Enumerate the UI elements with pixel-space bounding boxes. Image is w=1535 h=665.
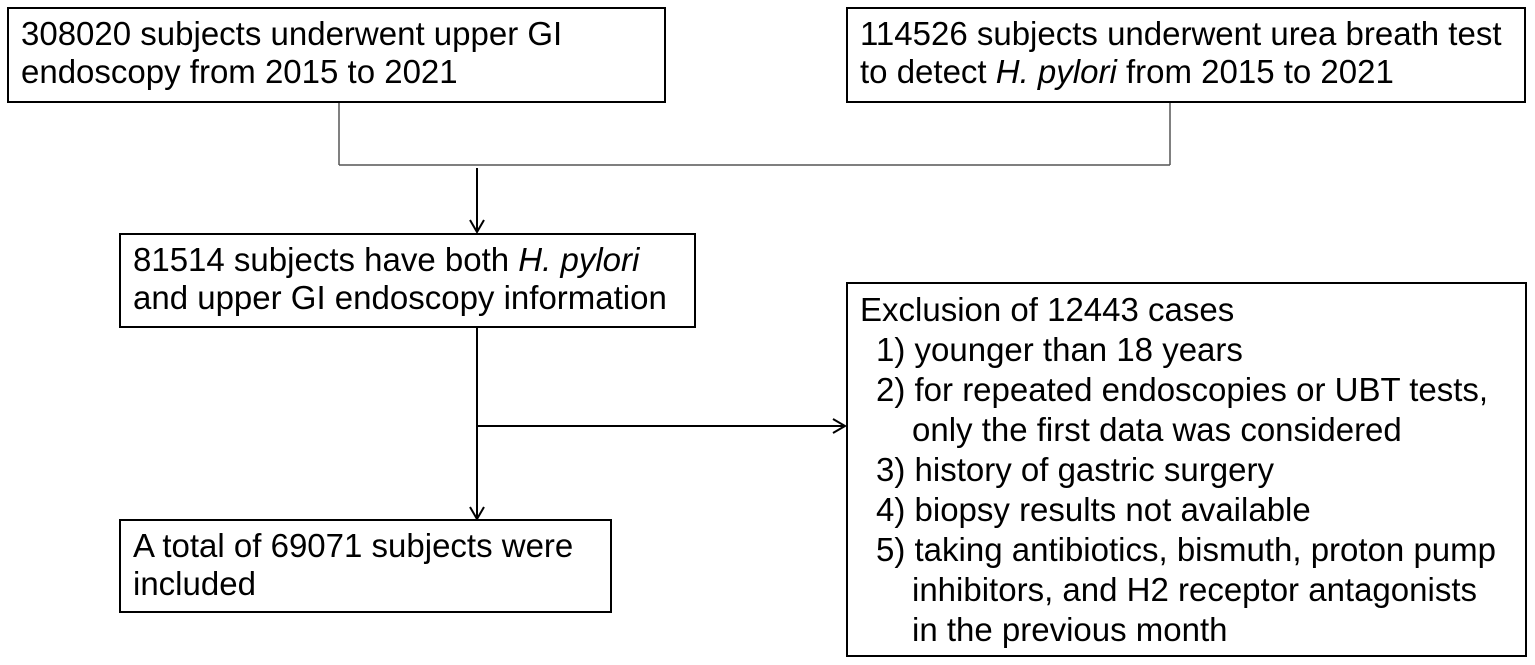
box-both-line1-italic: H. pylori [518,241,640,278]
box-ubt: 114526 subjects underwent urea breath te… [846,7,1526,103]
box-ubt-line2-italic: H. pylori [995,53,1117,90]
box-endoscopy-line1: 308020 subjects underwent upper GI [21,15,563,52]
box-ubt-line1: 114526 subjects underwent urea breath te… [860,15,1502,52]
box-exclusion: Exclusion of 12443 cases 1) younger than… [846,282,1527,657]
exclusion-item-3: 3) history of gastric surgery [876,451,1274,488]
box-both-line2: and upper GI endoscopy information [133,279,667,316]
box-ubt-line2-post: from 2015 to 2021 [1116,53,1394,90]
box-included-line2: included [133,565,256,602]
box-ubt-line2-pre: to detect [860,53,996,90]
box-endoscopy: 308020 subjects underwent upper GI endos… [7,7,666,103]
exclusion-item-5b: inhibitors, and H2 receptor antagonists [912,571,1477,608]
box-both-line1-pre: 81514 subjects have both [133,241,519,278]
exclusion-item-2b: only the first data was considered [912,411,1402,448]
exclusion-item-2a: 2) for repeated endoscopies or UBT tests… [876,371,1489,408]
box-both: 81514 subjects have both H. pylori and u… [119,233,696,328]
exclusion-item-5c: in the previous month [912,611,1228,648]
exclusion-item-5a: 5) taking antibiotics, bismuth, proton p… [876,531,1496,568]
exclusion-item-1: 1) younger than 18 years [876,331,1243,368]
box-endoscopy-line2: endoscopy from 2015 to 2021 [21,53,458,90]
arrowhead-to-exclusion [832,418,847,434]
box-both-line1: 81514 subjects have both H. pylori [133,241,684,279]
box-included-line1: A total of 69071 subjects were [133,527,574,564]
exclusion-item-4: 4) biopsy results not available [876,491,1311,528]
box-ubt-line2: to detect H. pylori from 2015 to 2021 [860,53,1514,91]
exclusion-title: Exclusion of 12443 cases [860,291,1235,328]
arrowhead-to-both [469,219,485,234]
box-included: A total of 69071 subjects were included [119,519,612,613]
